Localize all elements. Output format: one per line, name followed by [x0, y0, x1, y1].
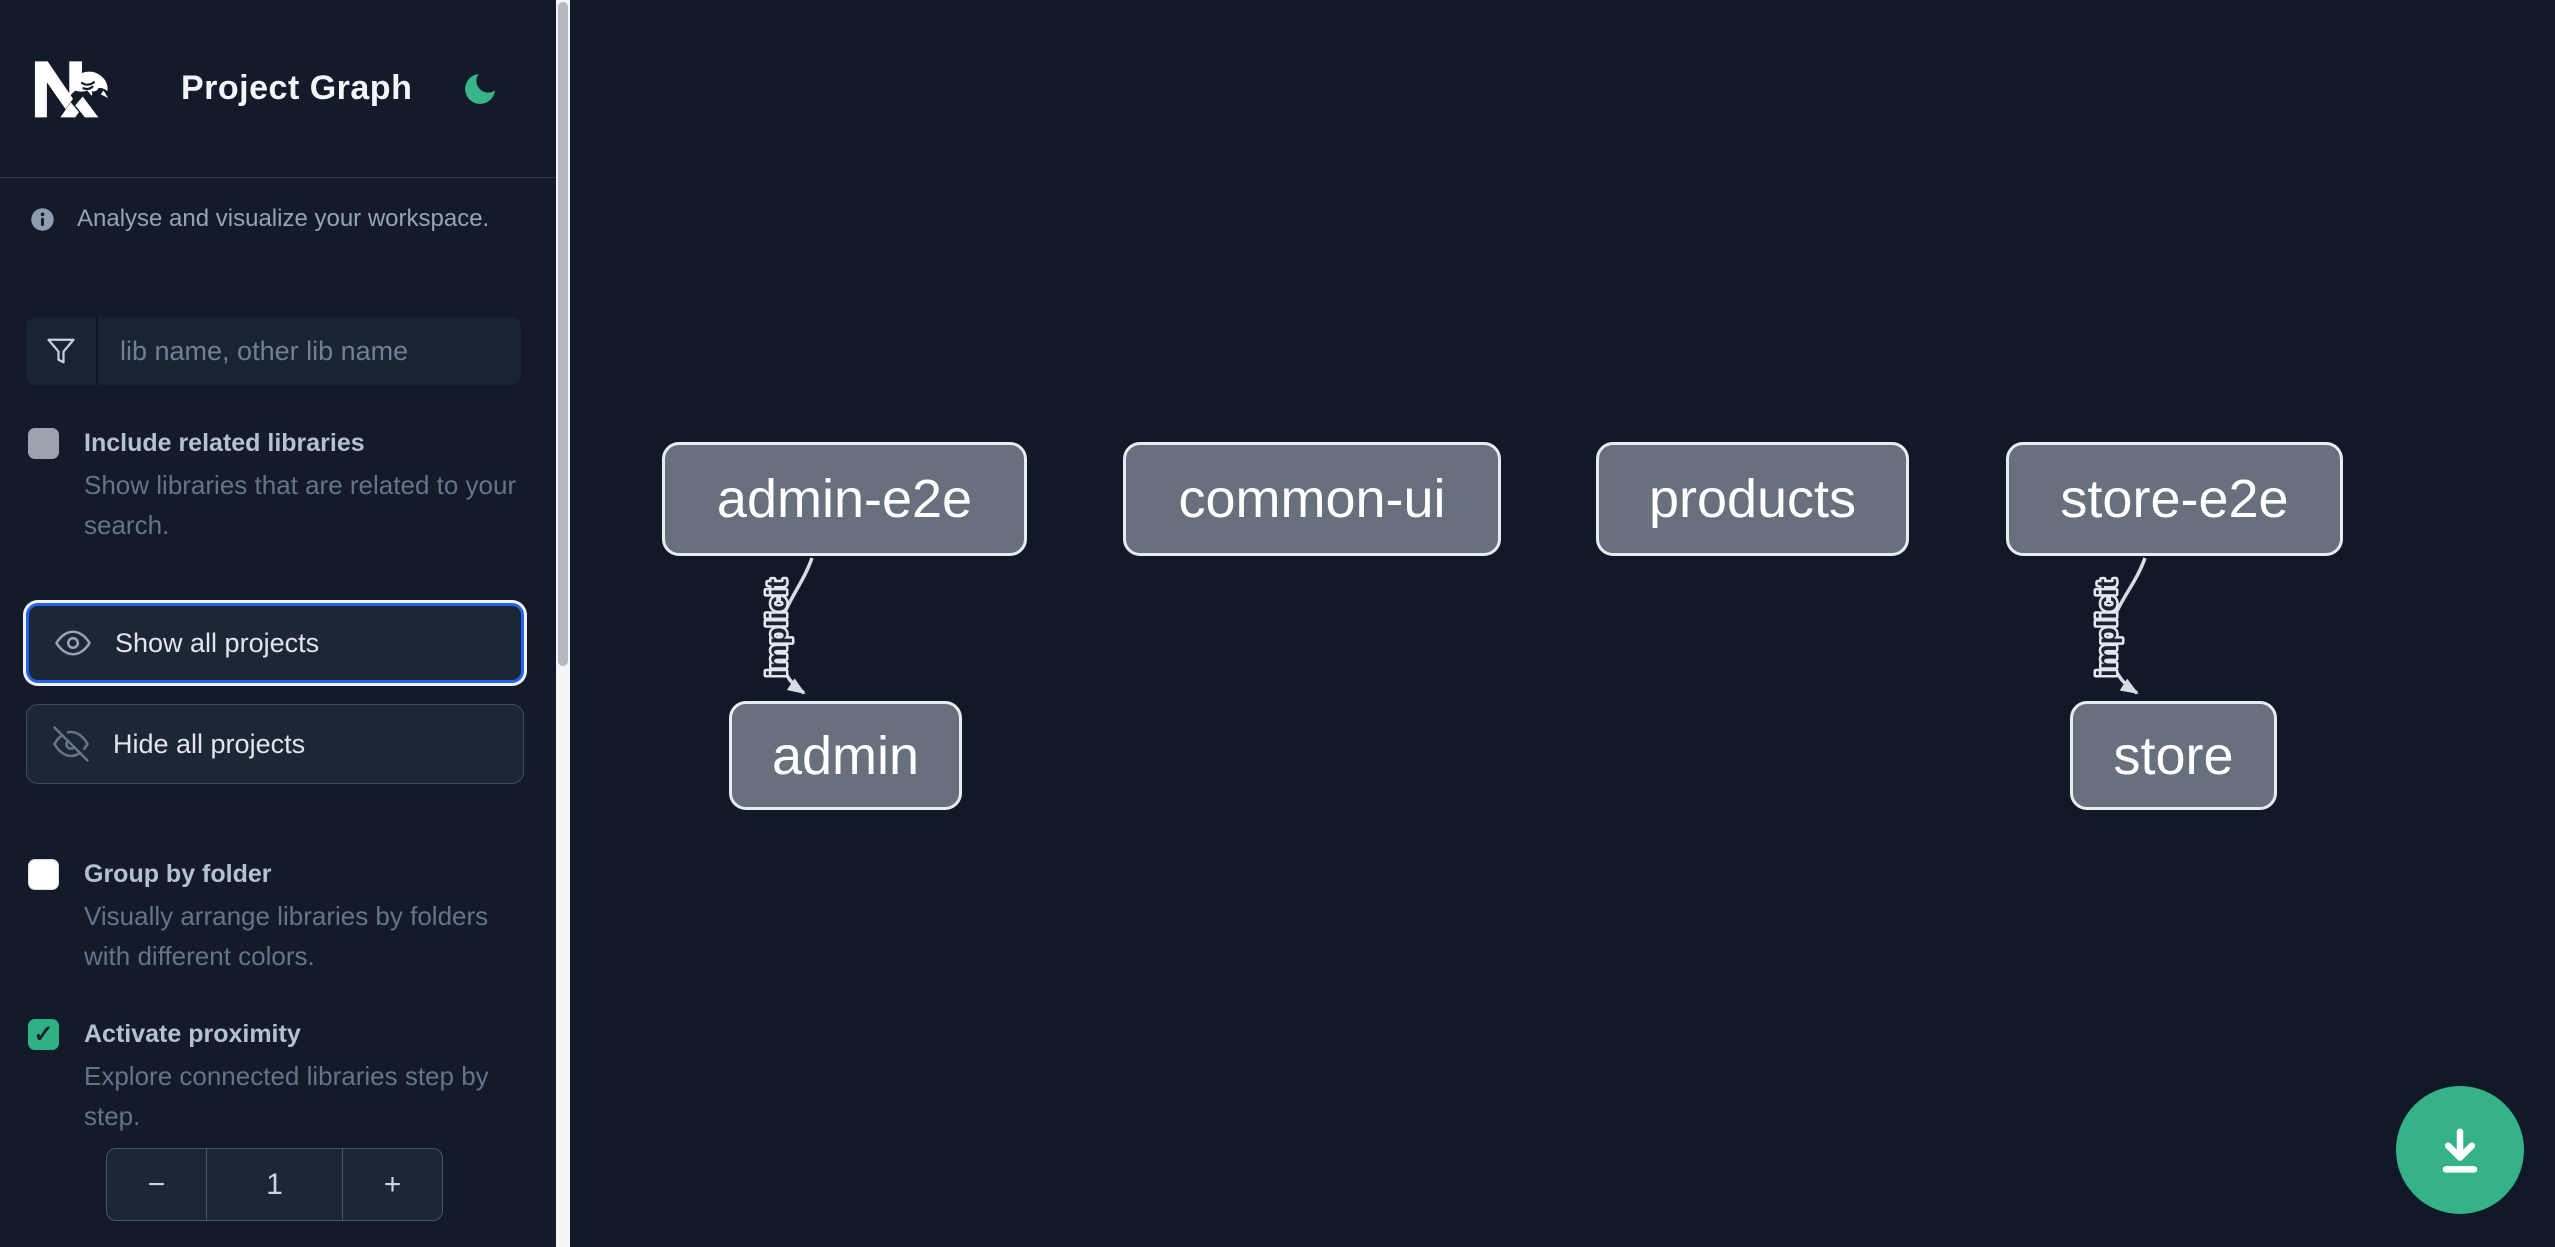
eye-off-icon [53, 726, 89, 762]
activate-proximity-label[interactable]: Activate proximity [84, 1020, 301, 1048]
download-graph-button[interactable] [2396, 1086, 2524, 1214]
group-by-folder-option: Group by folder Visually arrange librari… [28, 856, 530, 976]
eye-icon [55, 630, 91, 656]
project-node-common-ui[interactable]: common-ui [1123, 442, 1501, 556]
increment-button[interactable]: + [383, 1167, 402, 1201]
include-related-label[interactable]: Include related libraries [84, 429, 365, 457]
workspace-info: Analyse and visualize your workspace. [29, 205, 530, 233]
stepper-value: 1 [206, 1149, 343, 1220]
project-filter [26, 317, 521, 385]
project-node-store-e2e[interactable]: store-e2e [2006, 442, 2343, 556]
sidebar-header: Project Graph [0, 0, 556, 178]
project-node-admin[interactable]: admin [729, 701, 962, 810]
group-by-folder-description: Visually arrange libraries by folders wi… [84, 901, 489, 971]
project-node-store[interactable]: store [2070, 701, 2277, 810]
hide-all-projects-label: Hide all projects [113, 728, 306, 759]
filter-funnel-icon [26, 317, 98, 385]
info-text: Analyse and visualize your workspace. [77, 205, 490, 232]
project-node-products[interactable]: products [1596, 442, 1909, 556]
activate-proximity-option: ✓ Activate proximity Explore connected l… [28, 1016, 530, 1136]
graph-canvas[interactable]: implicit implicit admin-e2e common-ui pr… [570, 0, 2555, 1247]
dependency-edges-layer: implicit implicit [759, 557, 2147, 695]
page-title: Project Graph [181, 69, 413, 107]
decrement-button[interactable]: − [147, 1167, 166, 1201]
group-by-folder-label[interactable]: Group by folder [84, 860, 272, 888]
show-all-projects-label: Show all projects [115, 627, 320, 658]
sidebar: Project Graph Analyse and visualize your… [0, 0, 556, 1247]
include-related-checkbox[interactable] [28, 428, 59, 459]
edge-label-implicit: implicit [2091, 579, 2122, 677]
info-icon [31, 207, 54, 231]
hide-all-projects-button[interactable]: Hide all projects [26, 704, 524, 784]
activate-proximity-checkbox[interactable]: ✓ [28, 1019, 59, 1050]
sidebar-scrollbar [556, 0, 570, 1247]
edge-store-e2e-to-store [2108, 557, 2147, 695]
proximity-depth-stepper: − 1 + [106, 1148, 443, 1221]
group-by-folder-checkbox[interactable] [28, 859, 59, 890]
edge-admin-e2e-to-admin [777, 557, 814, 695]
edge-label-implicit: implicit [761, 579, 792, 677]
scrollbar-thumb[interactable] [558, 2, 568, 666]
checkmark-icon: ✓ [33, 1020, 54, 1048]
nx-logo [34, 60, 109, 117]
dark-mode-toggle-moon-icon[interactable] [460, 69, 500, 109]
include-related-option: Include related libraries Show libraries… [28, 425, 530, 545]
search-input[interactable] [98, 317, 521, 385]
download-icon [2442, 1128, 2478, 1173]
include-related-description: Show libraries that are related to your … [84, 470, 517, 540]
project-node-admin-e2e[interactable]: admin-e2e [662, 442, 1027, 556]
show-all-projects-button[interactable]: Show all projects [26, 603, 524, 683]
activate-proximity-description: Explore connected libraries step by step… [84, 1061, 489, 1131]
